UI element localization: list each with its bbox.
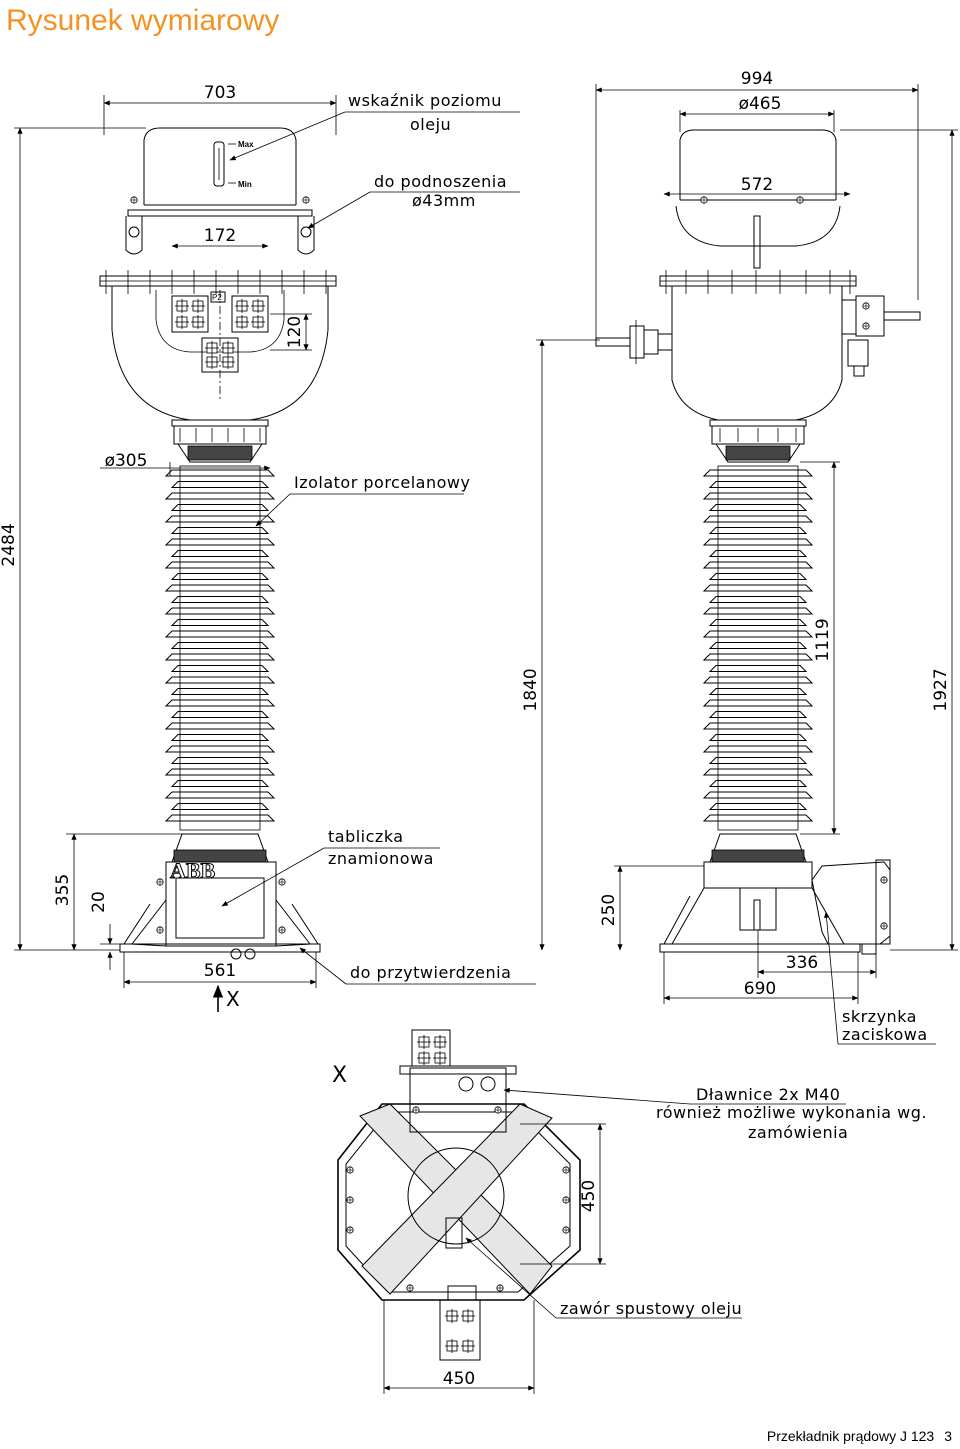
svg-text:również możliwe wykonania wg.: również możliwe wykonania wg. (656, 1103, 927, 1122)
svg-text:572: 572 (741, 175, 773, 195)
dim-side-base-height: 250 (599, 865, 704, 951)
head-housing: Max Min (125, 127, 315, 255)
dim-bottom-width: 450 (383, 1300, 535, 1394)
svg-text:do podnoszenia: do podnoszenia (374, 172, 507, 191)
dim-side-total-height: 1927 (840, 129, 958, 951)
svg-text:336: 336 (786, 953, 818, 973)
side-lower-flange (709, 419, 807, 463)
dim-top-width: 703 (103, 83, 337, 135)
glands-callout: Dławnice 2x M40 również możliwe wykonani… (503, 1085, 927, 1142)
base: ABB (119, 833, 321, 960)
svg-text:zamówienia: zamówienia (748, 1123, 848, 1142)
oil-level-callout: wskaźnik poziomu oleju (229, 91, 520, 161)
svg-text:Dławnice 2x M40: Dławnice 2x M40 (696, 1085, 840, 1104)
dim-base-width: 561 (123, 952, 317, 988)
dim-bottom-height: 450 (520, 1123, 606, 1265)
svg-text:do przytwierdzenia: do przytwierdzenia (350, 963, 511, 982)
insulator-sheds (164, 465, 276, 831)
svg-text:994: 994 (741, 69, 773, 89)
svg-text:P2: P2 (212, 293, 222, 302)
svg-text:1840: 1840 (521, 668, 541, 711)
dim-703-label: 703 (204, 83, 236, 103)
view-x-marker: X (212, 984, 240, 1012)
svg-text:172: 172 (204, 226, 236, 246)
svg-text:561: 561 (204, 961, 236, 981)
lower-flange (171, 419, 269, 463)
svg-text:skrzynka: skrzynka (842, 1007, 917, 1026)
svg-text:Max: Max (238, 140, 254, 149)
svg-text:oleju: oleju (410, 115, 451, 134)
dim-mount-height: 1840 (521, 339, 600, 951)
svg-text:450: 450 (443, 1369, 475, 1389)
dim-plate-height: 120 (270, 313, 312, 351)
side-base (659, 833, 891, 955)
svg-text:ø43mm: ø43mm (412, 191, 476, 210)
svg-text:355: 355 (53, 874, 73, 906)
dim-side-base-width: 690 (663, 952, 859, 1004)
svg-text:tabliczka: tabliczka (328, 827, 404, 846)
footer-doc-title: Przekładnik prądowy J 123 (766, 1428, 935, 1444)
side-insulator-sheds (702, 465, 814, 831)
upper-flange (99, 270, 337, 294)
page-title: Rysunek wymiarowy (6, 4, 280, 37)
svg-text:20: 20 (89, 891, 109, 913)
svg-text:Min: Min (238, 180, 252, 189)
dim-base-height: 355 (53, 833, 182, 951)
svg-text:znamionowa: znamionowa (328, 849, 434, 868)
dim-insulator-dia: ø305 (100, 451, 271, 476)
svg-text:690: 690 (744, 979, 776, 999)
svg-text:1119: 1119 (813, 618, 833, 661)
side-tank (595, 286, 921, 421)
svg-text:zawór spustowy oleju: zawór spustowy oleju (560, 1299, 742, 1318)
svg-text:zaciskowa: zaciskowa (842, 1025, 928, 1044)
dim-foot-height: 20 (89, 891, 124, 970)
mounting-callout: do przytwierdzenia (299, 947, 536, 985)
svg-text:250: 250 (599, 894, 619, 926)
bottom-view-marker: X (332, 1063, 347, 1088)
terminal-box-callout: skrzynka zaciskowa (823, 911, 936, 1045)
lifting-callout: do podnoszenia ø43mm (307, 172, 520, 229)
dim-total-height: 2484 (0, 127, 146, 951)
svg-text:Izolator porcelanowy: Izolator porcelanowy (294, 473, 470, 492)
svg-text:ø465: ø465 (739, 94, 782, 114)
insulator-callout: Izolator porcelanowy (255, 473, 470, 527)
svg-text:X: X (226, 987, 240, 1011)
drain-callout: zawór spustowy oleju (465, 1237, 742, 1319)
side-view: 994 ø465 572 (521, 69, 958, 1045)
dim-box-width-side: 336 (757, 930, 877, 978)
side-head: 572 (663, 129, 851, 269)
dim-box-width: 172 (171, 226, 269, 249)
dim-overall-width: 994 (595, 69, 919, 340)
svg-text:ø305: ø305 (105, 451, 148, 471)
side-upper-flange (659, 270, 857, 294)
svg-text:1927: 1927 (931, 668, 951, 711)
front-view: 703 wskaźnik poziomu oleju do podnoszeni… (0, 83, 536, 1012)
svg-text:2484: 2484 (0, 523, 19, 566)
svg-text:120: 120 (285, 316, 305, 348)
svg-text:450: 450 (579, 1180, 599, 1212)
svg-text:wskaźnik poziomu: wskaźnik poziomu (348, 91, 502, 110)
nameplate-callout: tabliczka znamionowa (221, 827, 440, 907)
page-footer: Przekładnik prądowy J 123 3 (767, 1428, 952, 1444)
footer-page-number: 3 (944, 1428, 952, 1444)
tank-body: P2 (111, 286, 329, 421)
dim-head-dia: ø465 (679, 94, 835, 132)
bottom-view: X Dł (332, 1029, 927, 1394)
dim-insulator-height: 1119 (800, 461, 840, 835)
abb-logo: ABB (170, 858, 216, 883)
